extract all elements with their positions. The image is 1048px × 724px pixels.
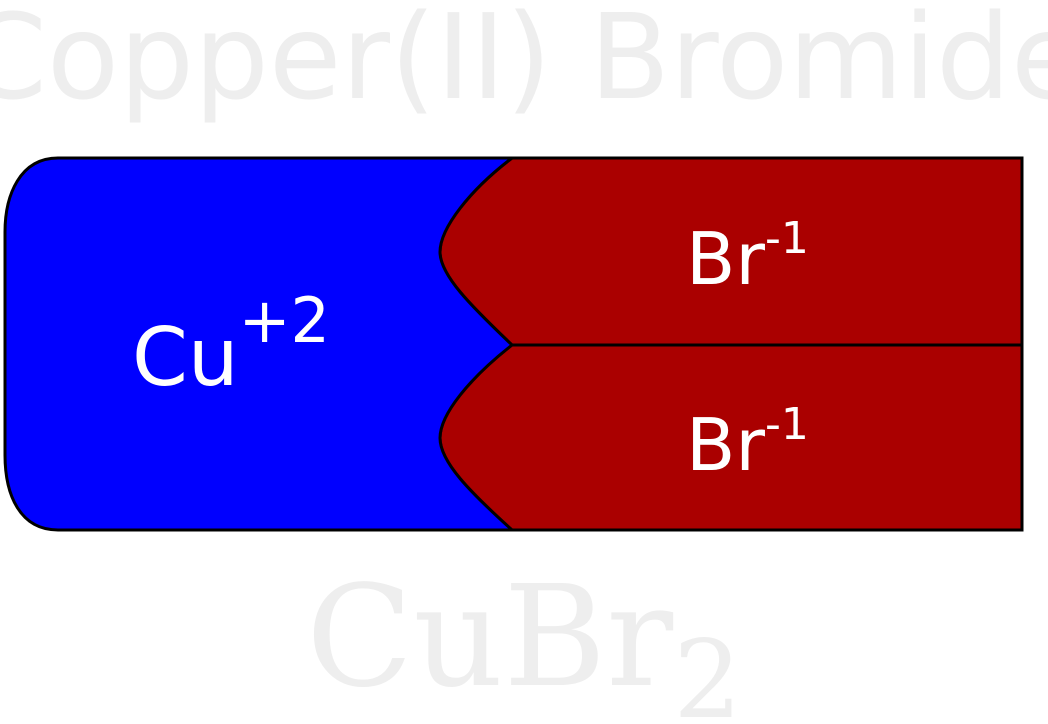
formula-base: CuBr bbox=[306, 556, 673, 719]
bromide-top-charge: -1 bbox=[765, 213, 809, 264]
copper-ion-block bbox=[3, 156, 517, 532]
compound-name-title: Copper(II) Bromide bbox=[0, 0, 1048, 126]
copper-charge: +2 bbox=[239, 284, 330, 357]
formula-subscript: 2 bbox=[673, 618, 742, 724]
bromide-bottom-charge: -1 bbox=[765, 399, 809, 450]
copper-ion-label: Cu+2 bbox=[132, 284, 330, 404]
chemical-formula: CuBr2 bbox=[306, 556, 742, 724]
bromide-ion-bottom-label: Br-1 bbox=[686, 399, 809, 487]
bromide-top-symbol: Br bbox=[686, 217, 765, 301]
copper-symbol: Cu bbox=[132, 311, 239, 404]
bromide-ion-top-label: Br-1 bbox=[686, 213, 809, 301]
bromide-bottom-symbol: Br bbox=[686, 403, 765, 487]
